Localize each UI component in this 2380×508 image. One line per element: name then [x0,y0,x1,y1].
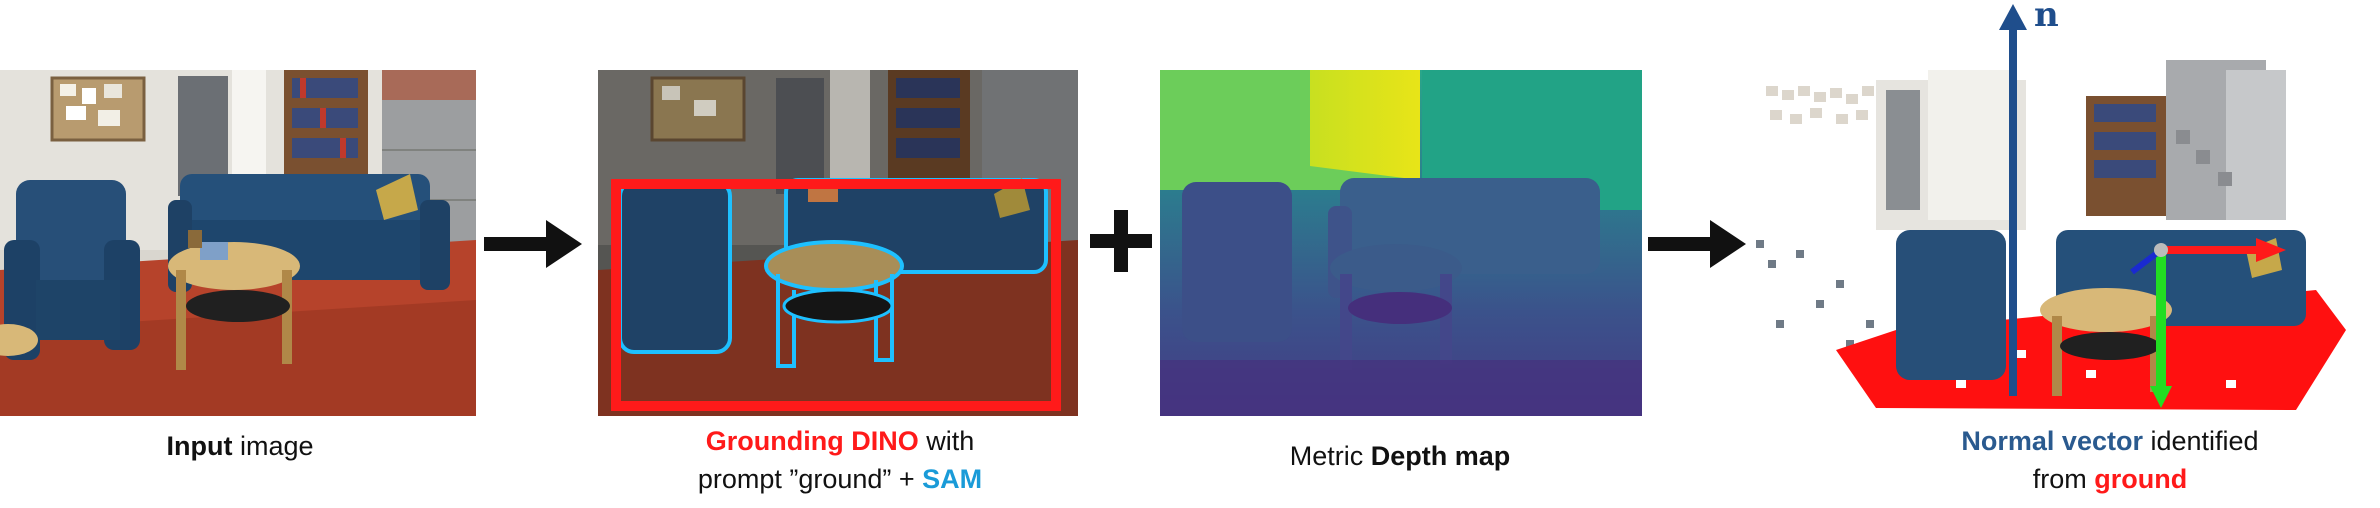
depth-caption: Metric Depth map [1240,437,1560,475]
arrow-right-icon [484,216,584,272]
grounding-image [598,70,1078,416]
grounding-caption-line2: prompt ”ground” + [697,464,923,494]
arrow-right-icon-2 [1648,216,1748,272]
normal-vector-label: Normal vector [1961,426,2143,456]
input-image [0,70,476,416]
normal-caption-line2: from [2032,464,2095,494]
normal-caption-mid: identified [2142,426,2259,456]
plus-icon [1088,208,1154,274]
input-caption-rest: image [232,431,314,461]
sam-label: SAM [922,464,983,494]
grounding-caption: Grounding DINO with prompt ”ground” + SA… [630,422,1050,498]
point-cloud [1756,0,2380,420]
input-caption: Input image [80,427,400,465]
grounding-dino-label: Grounding DINO [705,426,919,456]
depth-map [1160,70,1642,416]
ground-label: ground [2094,464,2188,494]
grounding-caption-mid: with [918,426,975,456]
depth-caption-pre: Metric [1289,441,1371,471]
normal-caption: Normal vector identified from ground [1900,422,2320,498]
input-caption-bold: Input [166,431,233,461]
depth-caption-bold: Depth map [1370,441,1511,471]
axis-n-label: n [2034,0,2059,35]
